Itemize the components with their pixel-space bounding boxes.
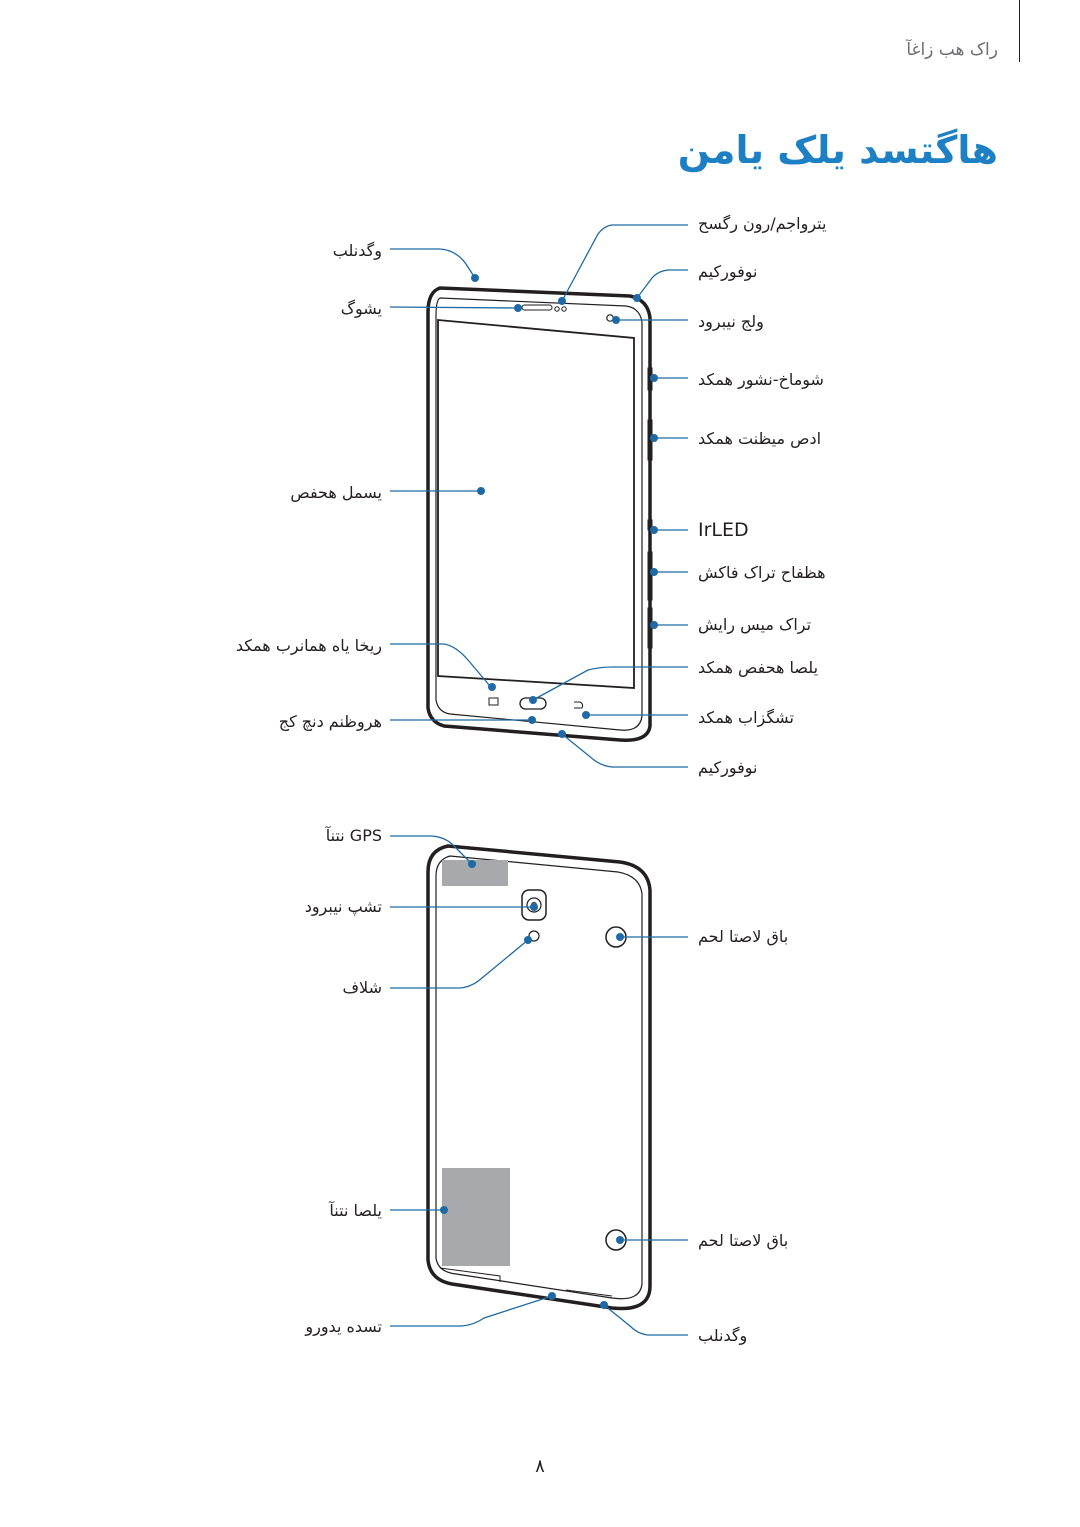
label-front-speaker: وگدنلب <box>332 241 382 260</box>
front-leader-lines <box>389 224 688 768</box>
label-irled: IrLED <box>698 519 749 541</box>
label-rear-camera: تشپ نیبرود <box>304 897 382 916</box>
label-back-key: تشگزاب همکد <box>698 708 794 727</box>
label-gps-antenna: GPS نتنآ <box>325 826 382 845</box>
label-memory-card-slot: هظفاح تراک فاکش <box>698 563 826 582</box>
label-front-mic-top: نوفورکیم <box>698 262 758 281</box>
main-antenna-plate <box>442 1168 510 1266</box>
label-cover-attach-1: باق لاصتا لحم <box>698 927 789 946</box>
label-front-earpiece: یشوگ <box>340 299 382 318</box>
label-back-speaker: وگدنلب <box>698 1326 748 1345</box>
label-home-key: یلصا هحفص همکد <box>698 658 819 677</box>
section-rule <box>1019 0 1020 62</box>
front-device <box>426 286 653 742</box>
label-volume-key: ادص میظنت همکد <box>698 429 822 448</box>
label-front-light-sensor: یتروا‌جم/رون رگسح <box>698 214 827 233</box>
label-headset-jack: تسده یدورو <box>305 1317 382 1336</box>
label-flash: شلاف <box>342 978 382 997</box>
front-leader-dots <box>471 274 658 738</box>
page-title: هاگتسد یلک یامن <box>677 128 998 172</box>
label-front-mic-bottom: نوفورکیم <box>698 758 758 777</box>
back-device <box>426 844 652 1311</box>
back-leader-lines <box>390 835 688 1336</box>
label-power-key: شوماخ-نشور همکد <box>698 370 824 389</box>
label-front-recent-apps: ریخا یاه همانرب همکد <box>235 636 382 655</box>
back-leader-dots <box>440 860 624 1309</box>
label-front-camera: ولج نیبرود <box>698 312 764 331</box>
page-number: ۸ <box>535 1456 545 1477</box>
label-cover-attach-2: باق لاصتا لحم <box>698 1231 789 1250</box>
section-header: راک هب زاغآ <box>906 40 998 60</box>
label-sim-card-slot: تراک میس رایش <box>698 615 812 634</box>
label-front-touchscreen: یسمل هحفص <box>290 483 382 502</box>
label-main-antenna: یلصا نتنآ <box>329 1201 382 1220</box>
label-front-multipurpose-jack: هروظنم دنچ کج <box>278 712 382 731</box>
